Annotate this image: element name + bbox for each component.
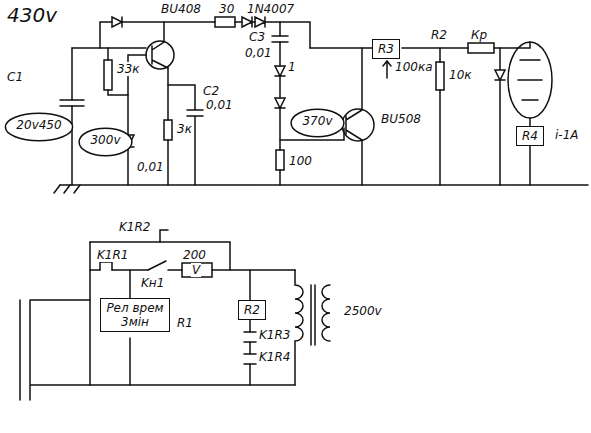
node-text: Рел врем 3мін xyxy=(106,301,164,329)
voltage-label: 2500v xyxy=(343,304,383,318)
relay-box: Рел врем 3мін xyxy=(100,298,170,332)
node-text: R4 xyxy=(522,129,538,143)
contact-label: K1R1 xyxy=(96,248,129,262)
ellipse-outline xyxy=(5,113,72,141)
ellipse-outline xyxy=(79,128,132,156)
current-label: i-1A xyxy=(554,128,580,142)
node-text: 300v xyxy=(87,133,124,147)
callout-circle: 300v xyxy=(78,127,133,157)
node-text: R2 xyxy=(244,303,260,317)
contact-label: K1R3 xyxy=(258,328,291,342)
part-label: C1 xyxy=(6,70,24,84)
value-label: 3к xyxy=(176,122,193,136)
part-label: 1N4007 xyxy=(246,2,295,16)
node-text: 20v450 xyxy=(13,118,65,132)
node-text: R3 xyxy=(378,42,394,56)
value-label: 10к xyxy=(448,68,473,82)
callout-circle: 20v450 xyxy=(4,112,74,142)
resistor-box: R2 xyxy=(238,300,266,320)
voltage-label: 430v xyxy=(6,4,58,26)
resistor-box: R4 xyxy=(516,126,544,146)
part-label: BU408 xyxy=(160,2,202,16)
part-label: R2 xyxy=(430,28,448,42)
value-label: 30 xyxy=(218,2,235,16)
value-label: 0,01 xyxy=(136,160,165,174)
part-label: C2 xyxy=(202,84,220,98)
part-label: R1 xyxy=(176,316,194,330)
value-label: 200 xyxy=(182,248,207,262)
value-label: 0,01 xyxy=(244,46,273,60)
value-label: 100 xyxy=(288,154,313,168)
resistor-box: R3 xyxy=(372,39,400,59)
meter-label: V xyxy=(191,263,201,277)
callout-circle: 370v xyxy=(290,108,345,138)
value-label: 33к xyxy=(116,62,141,76)
node-text: 370v xyxy=(299,114,336,128)
value-label: 0,01 xyxy=(205,98,234,112)
ellipse-outline xyxy=(291,109,344,137)
contact-label: K1R2 xyxy=(118,220,151,234)
contact-label: K1R4 xyxy=(258,350,291,364)
value-label: 100ка xyxy=(394,60,434,74)
part-label: C3 xyxy=(248,30,266,44)
value-label: 1 xyxy=(287,60,297,74)
switch-label: Kн1 xyxy=(140,276,165,290)
part-label: Кр xyxy=(470,28,488,42)
part-label: BU508 xyxy=(380,112,422,126)
